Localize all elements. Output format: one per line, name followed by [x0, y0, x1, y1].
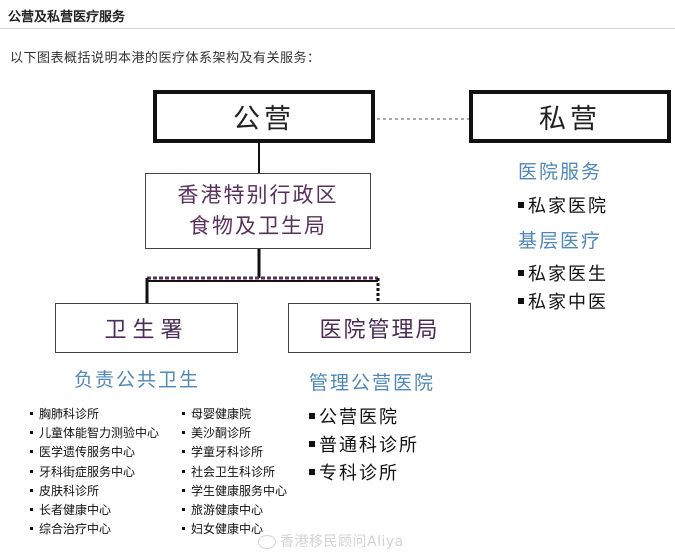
list-item: 综合治疗中心 — [30, 520, 159, 539]
bullet-icon — [182, 431, 185, 435]
hospital-authority-box: 医院管理局 — [288, 303, 471, 353]
connector-lines — [145, 118, 469, 303]
list-item: 妇女健康中心 — [182, 520, 287, 539]
ha-subtitle: 管理公营医院 — [309, 372, 436, 394]
list-item: 牙科街症服务中心 — [30, 463, 159, 482]
bullet-icon — [518, 270, 524, 276]
private-primary-heading: 基层医疗 — [518, 230, 603, 252]
list-item: 美沙酮诊所 — [182, 424, 287, 443]
list-item: 胸肺科诊所 — [30, 405, 159, 424]
bullet-icon — [30, 488, 33, 492]
intro-text: 以下图表概括说明本港的医疗体系架构及有关服务： — [10, 51, 321, 66]
list-item: 社会卫生科诊所 — [182, 463, 287, 482]
department-of-health-box: 卫生署 — [55, 303, 238, 353]
bureau-line-2: 食物及卫生局 — [189, 214, 327, 238]
watermark-text: 香港移民顾问Aliya — [280, 534, 404, 550]
dh-label: 卫生署 — [104, 318, 189, 343]
page-heading: 公营及私营医疗服务 — [8, 10, 126, 25]
private-service-item: 私家医院 — [518, 192, 608, 218]
ha-service-item: 公营医院 — [309, 403, 399, 429]
public-box: 公营 — [153, 90, 375, 143]
list-item: 皮肤科诊所 — [30, 482, 159, 501]
bullet-icon — [518, 202, 524, 208]
list-item: 儿童体能智力测验中心 — [30, 424, 159, 443]
bullet-icon — [182, 508, 185, 512]
list-item: 长者健康中心 — [30, 501, 159, 520]
public-label: 公营 — [233, 104, 295, 135]
private-hospital-heading: 医院服务 — [518, 161, 603, 183]
list-item: 医学遗传服务中心 — [30, 443, 159, 462]
bullet-icon — [30, 469, 33, 473]
list-item: 母婴健康院 — [182, 405, 287, 424]
bureau-line-1: 香港特别行政区 — [177, 183, 339, 207]
bullet-icon — [182, 488, 185, 492]
dh-services-col1: 胸肺科诊所 儿童体能智力测验中心 医学遗传服务中心 牙科街症服务中心 皮肤科诊所… — [30, 405, 159, 539]
ha-service-item: 普通科诊所 — [309, 431, 419, 457]
healthcare-structure-diagram: 公营 私营 香港特别行政区 食物及卫生局 卫生署 医院管理局 负责公共卫生 管理… — [22, 85, 671, 559]
bullet-icon — [30, 450, 33, 454]
private-label: 私营 — [539, 104, 601, 135]
dh-services-col2: 母婴健康院 美沙酮诊所 学童牙科诊所 社会卫生科诊所 学生健康服务中心 旅游健康… — [182, 405, 287, 539]
bullet-icon — [30, 431, 33, 435]
private-box: 私营 — [469, 90, 671, 143]
bullet-icon — [30, 508, 33, 512]
bullet-icon — [182, 527, 185, 531]
list-item: 学生健康服务中心 — [182, 482, 287, 501]
bullet-icon — [309, 469, 315, 475]
bullet-icon — [182, 450, 185, 454]
bullet-icon — [30, 527, 33, 531]
bullet-icon — [30, 412, 33, 415]
bullet-icon — [182, 469, 185, 473]
bureau-box: 香港特别行政区 食物及卫生局 — [145, 173, 371, 249]
dh-subtitle: 负责公共卫生 — [74, 369, 201, 391]
private-service-item: 私家中医 — [518, 288, 608, 314]
list-item: 旅游健康中心 — [182, 501, 287, 520]
heading-divider — [0, 28, 675, 29]
weibo-icon — [258, 535, 276, 549]
list-item: 学童牙科诊所 — [182, 443, 287, 462]
watermark: 香港移民顾问Aliya — [258, 531, 404, 551]
bullet-icon — [182, 412, 185, 415]
ha-service-item: 专科诊所 — [309, 459, 399, 485]
ha-label: 医院管理局 — [319, 318, 440, 343]
bullet-icon — [309, 441, 315, 447]
private-service-item: 私家医生 — [518, 260, 608, 286]
bullet-icon — [518, 298, 524, 304]
bullet-icon — [309, 413, 315, 419]
